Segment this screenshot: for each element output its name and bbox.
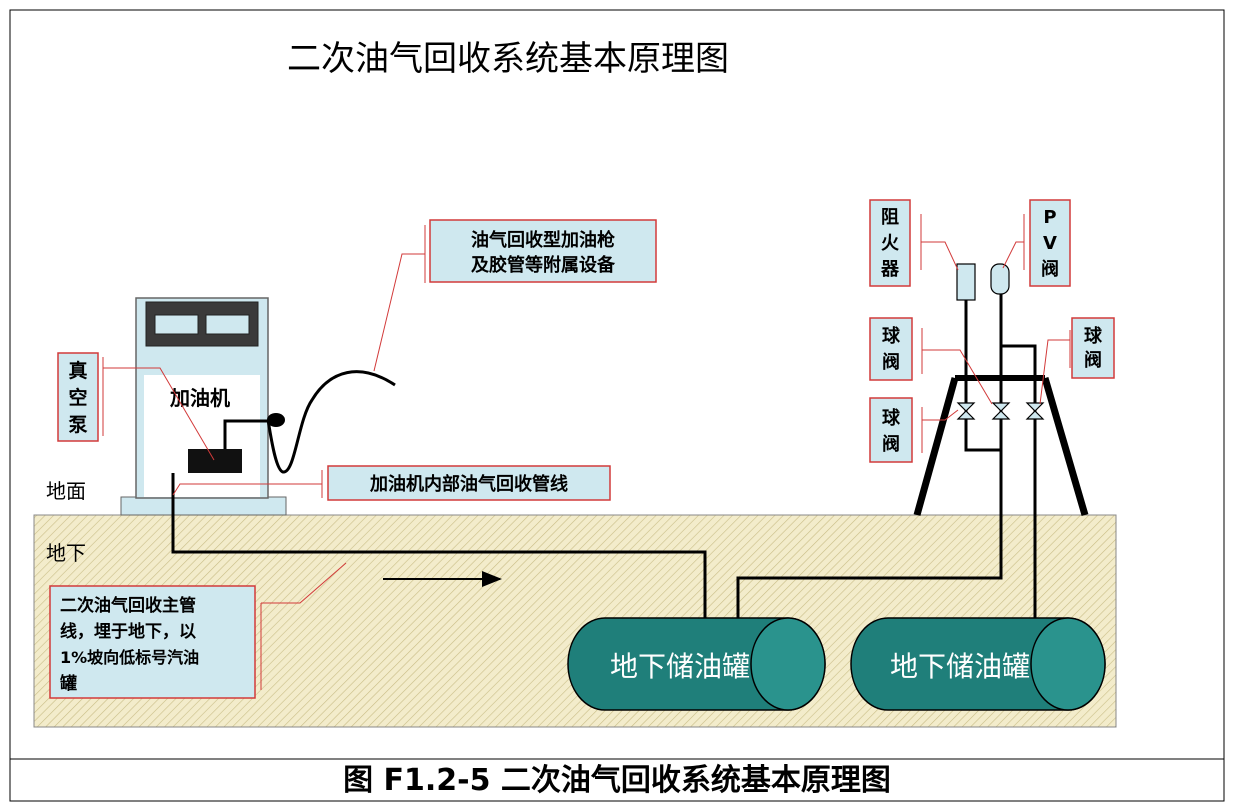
callout-ball-r-1: 球 xyxy=(1084,326,1103,347)
fuel-dispenser: 加油机 xyxy=(135,297,269,499)
vapor-recovery-piping xyxy=(171,290,1037,618)
callout-ball-lb-2: 阀 xyxy=(882,433,900,455)
flame-arrester xyxy=(956,263,976,301)
callout-ball-lt-1: 球 xyxy=(882,326,901,347)
callout-main-pipe-4: 罐 xyxy=(59,673,77,694)
callout-ball-r-2: 阀 xyxy=(1084,349,1102,371)
callout-vacuum-1: 真 xyxy=(68,359,87,382)
storage-tank-1: 地下储油罐 xyxy=(567,617,826,711)
diagram-title: 二次油气回收系统基本原理图 xyxy=(287,39,729,79)
callout-nozzle-line2: 及胶管等附属设备 xyxy=(471,254,616,276)
callout-main-pipe: 二次油气回收主管 线，埋于地下，以 1%坡向低标号汽油 罐 xyxy=(49,585,256,699)
callout-pv-2: V xyxy=(1043,233,1057,254)
callout-vacuum-2: 空 xyxy=(68,386,87,409)
callout-internal-line: 加油机内部油气回收管线 xyxy=(327,465,611,501)
callout-main-pipe-2: 线，埋于地下，以 xyxy=(60,621,196,642)
callout-nozzle: 油气回收型加油枪 及胶管等附属设备 xyxy=(429,219,657,283)
vent-stand xyxy=(913,375,1089,516)
vacuum-pump xyxy=(188,449,242,473)
pv-valve xyxy=(990,263,1010,295)
caption-border xyxy=(9,758,1225,802)
callout-ball-valve-right: 球 阀 xyxy=(1071,317,1115,379)
ball-valve-3 xyxy=(1025,402,1045,420)
callout-pv-valve: P V 阀 xyxy=(1029,199,1071,287)
callout-flame-1: 阻 xyxy=(881,207,899,228)
tank-2-label: 地下储油罐 xyxy=(890,650,1030,683)
callout-flame-3: 器 xyxy=(880,259,900,280)
callout-pv-1: P xyxy=(1043,207,1056,228)
dispenser-label: 加油机 xyxy=(169,386,230,410)
callout-main-pipe-1: 二次油气回收主管 xyxy=(60,595,196,616)
callout-internal-line-text: 加油机内部油气回收管线 xyxy=(369,473,568,495)
callout-ball-lt-2: 阀 xyxy=(882,351,900,373)
storage-tank-2: 地下储油罐 xyxy=(850,617,1106,711)
figure-caption: 图 F1.2-5 二次油气回收系统基本原理图 xyxy=(343,763,891,798)
callout-ball-lb-1: 球 xyxy=(882,408,901,429)
callout-leaders xyxy=(102,214,1071,690)
nozzle xyxy=(267,413,285,427)
dispenser-display-left xyxy=(154,314,199,335)
callout-main-pipe-3: 1%坡向低标号汽油 xyxy=(60,648,199,667)
callout-vacuum-pump: 真 空 泵 xyxy=(57,352,99,442)
callout-ball-valve-left-top: 球 阀 xyxy=(869,317,913,381)
callout-ball-valve-left-bottom: 球 阀 xyxy=(869,397,913,463)
underground-label: 地下 xyxy=(46,541,86,565)
fuel-hose xyxy=(266,370,396,474)
callout-flame-arrester: 阻 火 器 xyxy=(869,199,911,287)
callout-pv-3: 阀 xyxy=(1041,258,1059,280)
ground-label: 地面 xyxy=(46,479,86,503)
ball-valve-1 xyxy=(956,402,976,420)
ball-valve-2 xyxy=(991,402,1011,420)
callout-flame-2: 火 xyxy=(881,233,900,254)
callout-vacuum-3: 泵 xyxy=(68,414,87,436)
tank-1-label: 地下储油罐 xyxy=(610,650,750,683)
dispenser-display-right xyxy=(205,314,250,335)
callout-nozzle-line1: 油气回收型加油枪 xyxy=(471,229,615,251)
dispenser-base xyxy=(120,496,287,516)
